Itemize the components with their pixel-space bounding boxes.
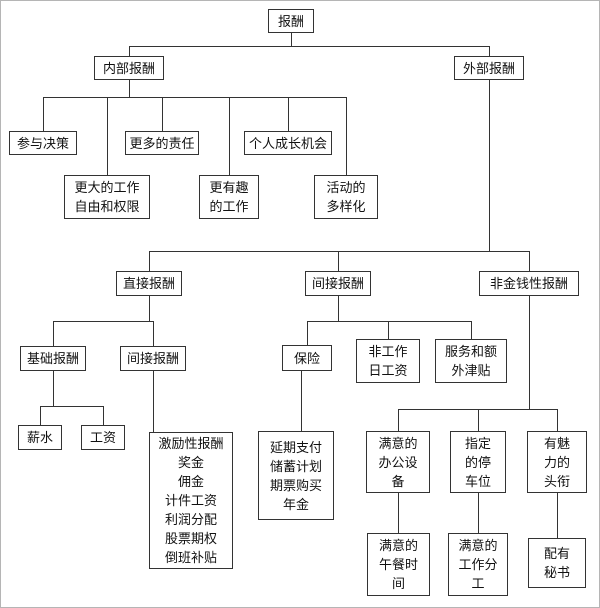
connector-line (557, 493, 558, 538)
connector-line (307, 321, 308, 345)
node-work-freedom: 更大的工作 自由和权限 (64, 175, 150, 219)
node-nonmonetary-reward: 非金钱性报酬 (479, 271, 579, 296)
connector-line (398, 409, 399, 431)
node-salary: 薪水 (18, 425, 62, 450)
node-parking-space: 指定 的停 车位 (450, 431, 506, 493)
connector-line (478, 409, 479, 431)
connector-line (529, 296, 530, 409)
connector-line (53, 321, 154, 322)
connector-line (557, 409, 558, 431)
connector-line (149, 251, 150, 271)
connector-line (346, 97, 347, 175)
node-indirect-reward: 间接报酬 (305, 271, 371, 296)
connector-line (489, 80, 490, 251)
node-interesting-work: 更有趣 的工作 (199, 175, 259, 219)
node-activity-variety: 活动的 多样化 (314, 175, 378, 219)
connector-line (338, 296, 339, 321)
node-services-perks: 服务和额 外津贴 (435, 339, 507, 383)
connector-line (129, 46, 130, 56)
node-base-reward: 基础报酬 (20, 346, 86, 371)
connector-line (53, 321, 54, 346)
connector-line (103, 406, 104, 425)
node-reward-root: 报酬 (268, 9, 314, 33)
connector-line (149, 251, 530, 252)
node-external-reward: 外部报酬 (454, 56, 524, 80)
connector-line (307, 321, 472, 322)
connector-line (388, 321, 389, 339)
connector-line (471, 321, 472, 339)
connector-line (43, 97, 44, 131)
connector-line (162, 97, 163, 131)
connector-line (301, 371, 302, 431)
node-office-equipment: 满意的 办公设 备 (366, 431, 430, 493)
node-personal-growth: 个人成长机会 (244, 131, 332, 155)
node-insurance: 保险 (282, 345, 332, 371)
connector-line (478, 493, 479, 533)
node-secretary: 配有 秘书 (528, 538, 586, 588)
node-work-division: 满意的 工作分 工 (448, 533, 508, 596)
connector-line (229, 97, 230, 175)
connector-line (107, 97, 108, 175)
node-indirect-reward-sub: 间接报酬 (120, 346, 186, 371)
node-wage: 工资 (81, 425, 125, 450)
connector-line (398, 493, 399, 533)
node-incentive-reward-list: 激励性报酬 奖金 佣金 计件工资 利润分配 股票期权 倒班补贴 (149, 432, 233, 569)
node-more-responsibility: 更多的责任 (125, 131, 199, 155)
connector-line (53, 371, 54, 406)
node-internal-reward: 内部报酬 (94, 56, 164, 80)
node-deferred-payment-list: 延期支付 储蓄计划 期票购买 年金 (258, 431, 334, 520)
connector-line (129, 80, 130, 97)
connector-line (338, 251, 339, 271)
connector-line (149, 296, 150, 321)
connector-line (40, 406, 104, 407)
connector-line (153, 321, 154, 346)
connector-line (291, 33, 292, 46)
connector-line (288, 97, 289, 131)
connector-line (43, 97, 347, 98)
connector-line (40, 406, 41, 425)
connector-line (529, 251, 530, 271)
node-direct-reward: 直接报酬 (116, 271, 182, 296)
node-participate-decision: 参与决策 (9, 131, 77, 155)
connector-line (489, 46, 490, 56)
connector-line (129, 46, 490, 47)
connector-line (153, 371, 154, 432)
node-lunch-time: 满意的 午餐时 间 (367, 533, 430, 596)
node-attractive-title: 有魅 力的 头衔 (527, 431, 587, 493)
node-nonworkday-wage: 非工作 日工资 (356, 339, 420, 383)
